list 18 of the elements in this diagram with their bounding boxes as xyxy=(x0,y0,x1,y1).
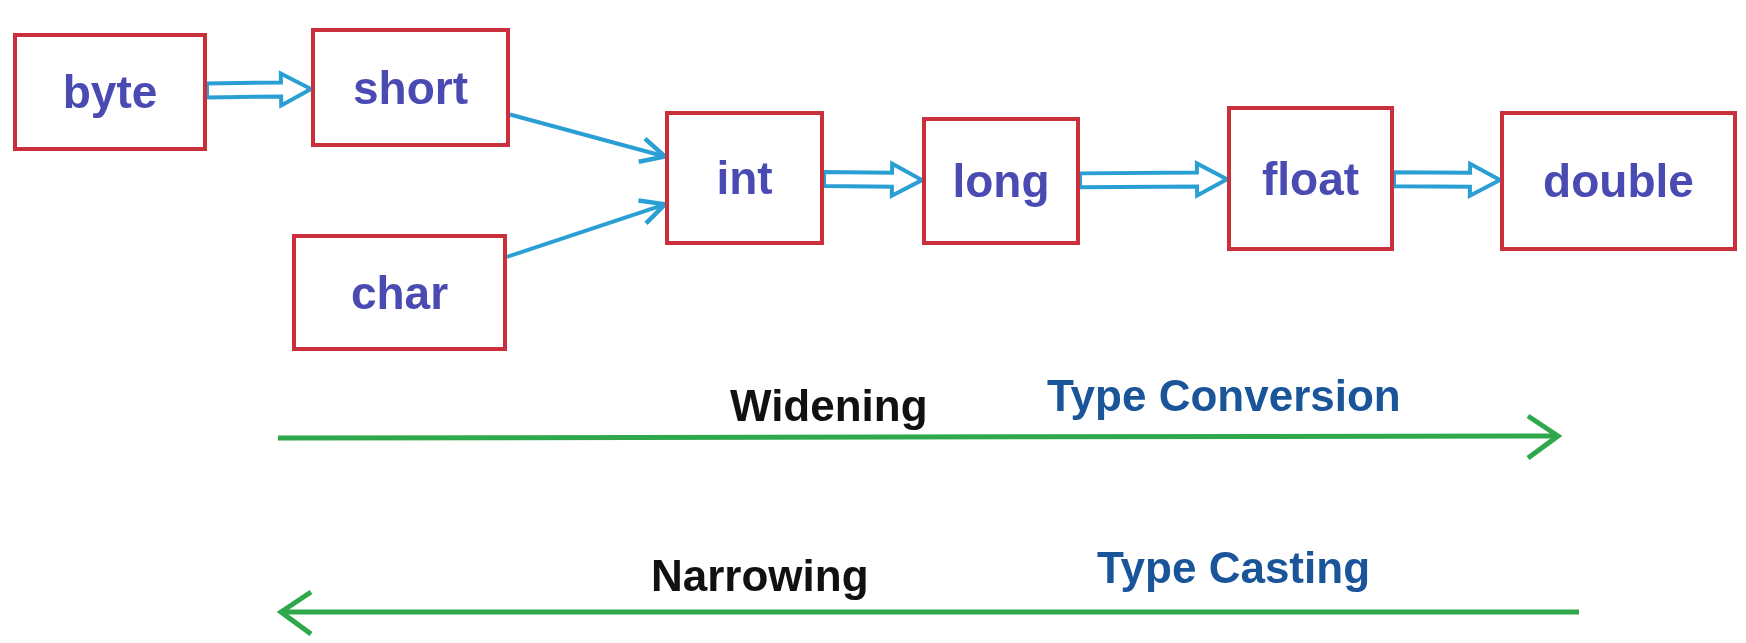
type-box xyxy=(292,234,507,351)
type-box xyxy=(665,111,824,245)
type-box xyxy=(922,117,1080,245)
type-name: char xyxy=(350,265,449,320)
type-name: short xyxy=(353,60,468,115)
type-name: float xyxy=(1261,151,1360,206)
direction-label: Narrowing xyxy=(651,554,869,598)
type-name: byte xyxy=(62,65,158,119)
type-label: Type Conversion xyxy=(1047,374,1401,418)
type-label: Type Casting xyxy=(1097,546,1370,590)
type-name: long xyxy=(952,154,1050,208)
type-box xyxy=(1227,106,1394,251)
direction-label: Widening xyxy=(730,384,928,428)
type-box xyxy=(13,33,207,151)
type-box xyxy=(311,28,510,147)
type-box xyxy=(1500,111,1737,251)
type-name: int xyxy=(716,151,773,205)
type-name: double xyxy=(1543,154,1694,208)
